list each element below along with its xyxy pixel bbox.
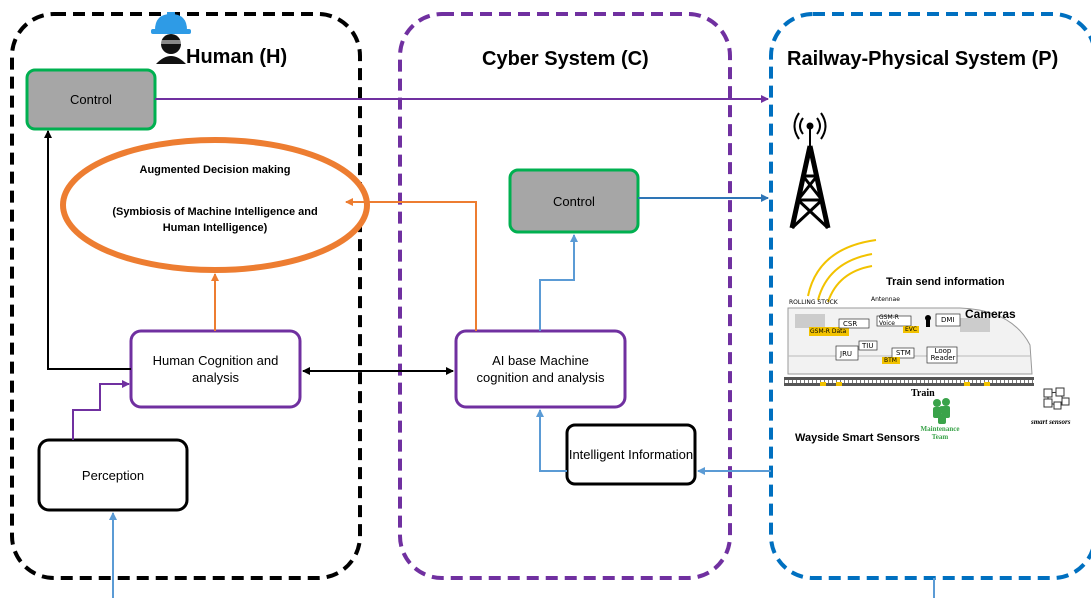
- human-control-label: Control: [70, 92, 112, 107]
- worker-helmet-icon: [151, 12, 191, 64]
- human-title: Human (H): [186, 46, 288, 68]
- train-label: Train: [911, 388, 935, 399]
- cyber-title: Cyber System (C): [482, 48, 649, 70]
- augmented-decision-subtitle: (Symbiosis of Machine Intelligence and H…: [112, 206, 318, 234]
- physical-title: Railway-Physical System (P): [787, 48, 1059, 70]
- perception-label: Perception: [81, 467, 145, 483]
- perception-box[interactable]: [37, 438, 189, 512]
- gsmr-data-label: GSM-R Data: [810, 328, 847, 335]
- human-system-boundary: [10, 12, 362, 580]
- train-send-label: Train send information: [886, 276, 1005, 288]
- human-cognition-label: Human Cognition and analysis: [152, 353, 279, 385]
- loop-reader-label: Loop Reader: [930, 347, 956, 362]
- evc-label: EVC: [905, 326, 918, 333]
- arrow-intelligent-to-ai: [536, 409, 567, 472]
- cameras-label: Cameras: [965, 307, 1016, 321]
- maintenance-team-label: Maintenance Team: [920, 425, 960, 441]
- arrow-ai-to-cyber-control: [539, 234, 578, 331]
- smart-sensors-label: smart sensors: [1031, 418, 1071, 426]
- cyber-system-boundary: [398, 12, 732, 580]
- antenna-tower-icon: [789, 112, 831, 230]
- smart-sensors-icon: [1043, 387, 1070, 410]
- btm-label: BTM: [884, 357, 897, 364]
- intelligent-information-label: Intelligent Information: [568, 447, 694, 462]
- augmented-decision-title: Augmented Decision making: [139, 164, 291, 176]
- signal-waves-icon: [807, 239, 877, 303]
- cyber-control-label: Control: [553, 193, 595, 209]
- maintenance-team-icon: [933, 398, 950, 424]
- jru-label: JRU: [840, 350, 853, 358]
- arrow-cognition-to-human-control: [44, 130, 131, 370]
- arrow-perception-to-cognition: [72, 380, 130, 440]
- cyber-control-box[interactable]: [508, 168, 640, 234]
- antennae-label: Antennae: [871, 296, 900, 303]
- intelligent-information-box[interactable]: [565, 423, 697, 486]
- stm-label: STM: [896, 349, 911, 357]
- tiu-label: TIU: [862, 342, 874, 350]
- dmi-label: DMI: [941, 316, 955, 324]
- ai-cognition-label: AI base Machine cognition and analysis: [476, 353, 605, 385]
- csr-label: CSR: [843, 320, 858, 328]
- arrow-ai-to-decision: [345, 198, 477, 331]
- rail-track: [784, 377, 1034, 386]
- augmented-decision-ellipse[interactable]: [60, 137, 370, 273]
- gsmr-voice-label: GSM-R Voice: [879, 314, 899, 327]
- rolling-stock-label: ROLLING STOCK: [789, 299, 838, 306]
- train-diagram: [787, 307, 1033, 375]
- wayside-sensors-label: Wayside Smart Sensors: [795, 432, 920, 444]
